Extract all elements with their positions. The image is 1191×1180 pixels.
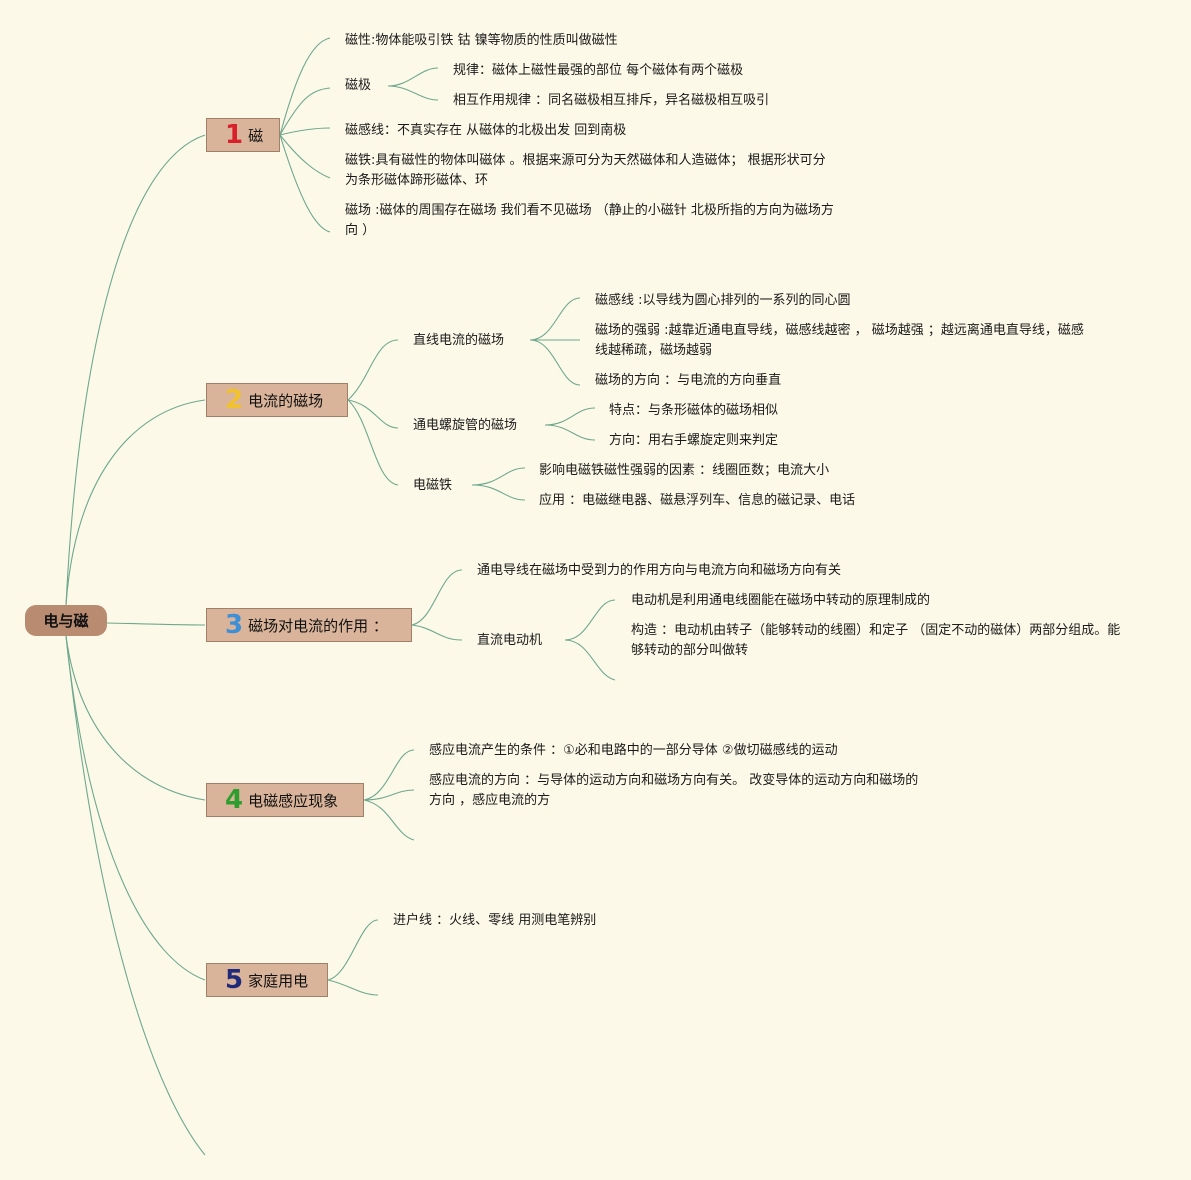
leaf-magnetic-pole[interactable]: 磁极 [345, 78, 372, 93]
leaf-pole-interaction[interactable]: 相互作用规律 ：同名磁极相互排斥，异名磁极相互吸引 [453, 93, 770, 108]
topic-node-5[interactable]: 5 家庭用电 [206, 963, 328, 997]
leaf-induction-direction[interactable]: 感应电流的方向 ：与导体的运动方向和磁场方向有关。 改变导体的运动方向和磁场的方… [429, 773, 919, 808]
leaf-straight-field-strength[interactable]: 磁场的强弱 :越靠近通电直导线，磁感线越密 ， 磁场越强 ；越远离通电直导线，磁… [595, 323, 1084, 358]
topic-label-1: 磁 [248, 126, 264, 145]
leaf-electromagnet-factors[interactable]: 影响电磁铁磁性强弱的因素 ：线圈匝数；电流大小 [539, 463, 830, 478]
topic-number-3: 3 [225, 610, 244, 640]
topic-node-2[interactable]: 2 电流的磁场 [206, 383, 348, 417]
leaf-electromagnet[interactable]: 电磁铁 [413, 478, 453, 493]
topic-number-1: 1 [225, 120, 244, 150]
topic-number-4: 4 [225, 785, 244, 815]
leaf-motor-structure[interactable]: 构造 ：电动机由转子（能够转动的线圈）和定子 （固定不动的磁体）两部分组成。能够… [631, 623, 1121, 658]
leaf-magnet[interactable]: 磁铁:具有磁性的物体叫磁体 。根据来源可分为天然磁体和人造磁体； 根据形状可分为… [345, 153, 826, 188]
root-node[interactable]: 电与磁 [25, 605, 107, 636]
leaf-electromagnet-uses[interactable]: 应用 ：电磁继电器、磁悬浮列车、信息的磁记录、电话 [539, 493, 856, 508]
leaf-magnetic-field[interactable]: 磁场 :磁体的周围存在磁场 我们看不见磁场 （静止的小磁针 北极所指的方向为磁场… [345, 203, 834, 238]
topic-label-3: 磁场对电流的作用 ： [248, 616, 388, 635]
leaf-force-direction[interactable]: 通电导线在磁场中受到力的作用方向与电流方向和磁场方向有关 [477, 563, 842, 578]
topic-label-4: 电磁感应现象 [248, 791, 339, 810]
leaf-straight-field-lines[interactable]: 磁感线 :以导线为圆心排列的一系列的同心圆 [595, 293, 851, 308]
root-label: 电与磁 [43, 612, 89, 630]
leaf-straight-field-direction[interactable]: 磁场的方向 ：与电流的方向垂直 [595, 373, 782, 388]
topic-label-2: 电流的磁场 [248, 391, 324, 410]
leaf-induction-condition[interactable]: 感应电流产生的条件 ：①必和电路中的一部分导体 ②做切磁感线的运动 [429, 743, 838, 758]
topic-node-3[interactable]: 3 磁场对电流的作用 ： [206, 608, 412, 642]
leaf-field-lines[interactable]: 磁感线：不真实存在 从磁体的北极出发 回到南极 [345, 123, 627, 138]
leaf-solenoid-direction[interactable]: 方向：用右手螺旋定则来判定 [609, 433, 779, 448]
leaf-dc-motor[interactable]: 直流电动机 [477, 633, 543, 648]
leaf-pole-rule[interactable]: 规律：磁体上磁性最强的部位 每个磁体有两个磁极 [453, 63, 744, 78]
topic-label-5: 家庭用电 [248, 971, 309, 990]
topic-number-2: 2 [225, 385, 244, 415]
leaf-motor-principle[interactable]: 电动机是利用通电线圈能在磁场中转动的原理制成的 [631, 593, 931, 608]
topic-node-4[interactable]: 4 电磁感应现象 [206, 783, 364, 817]
leaf-straight-current-field[interactable]: 直线电流的磁场 [413, 333, 505, 348]
leaf-service-line[interactable]: 进户线 ：火线、零线 用测电笔辨别 [393, 913, 597, 928]
topic-number-5: 5 [225, 965, 244, 995]
topic-node-1[interactable]: 1 磁 [206, 118, 280, 152]
leaf-solenoid-field[interactable]: 通电螺旋管的磁场 [413, 418, 518, 433]
leaf-magnetism[interactable]: 磁性:物体能吸引铁 钴 镍等物质的性质叫做磁性 [345, 33, 618, 48]
leaf-solenoid-feature[interactable]: 特点：与条形磁体的磁场相似 [609, 403, 779, 418]
